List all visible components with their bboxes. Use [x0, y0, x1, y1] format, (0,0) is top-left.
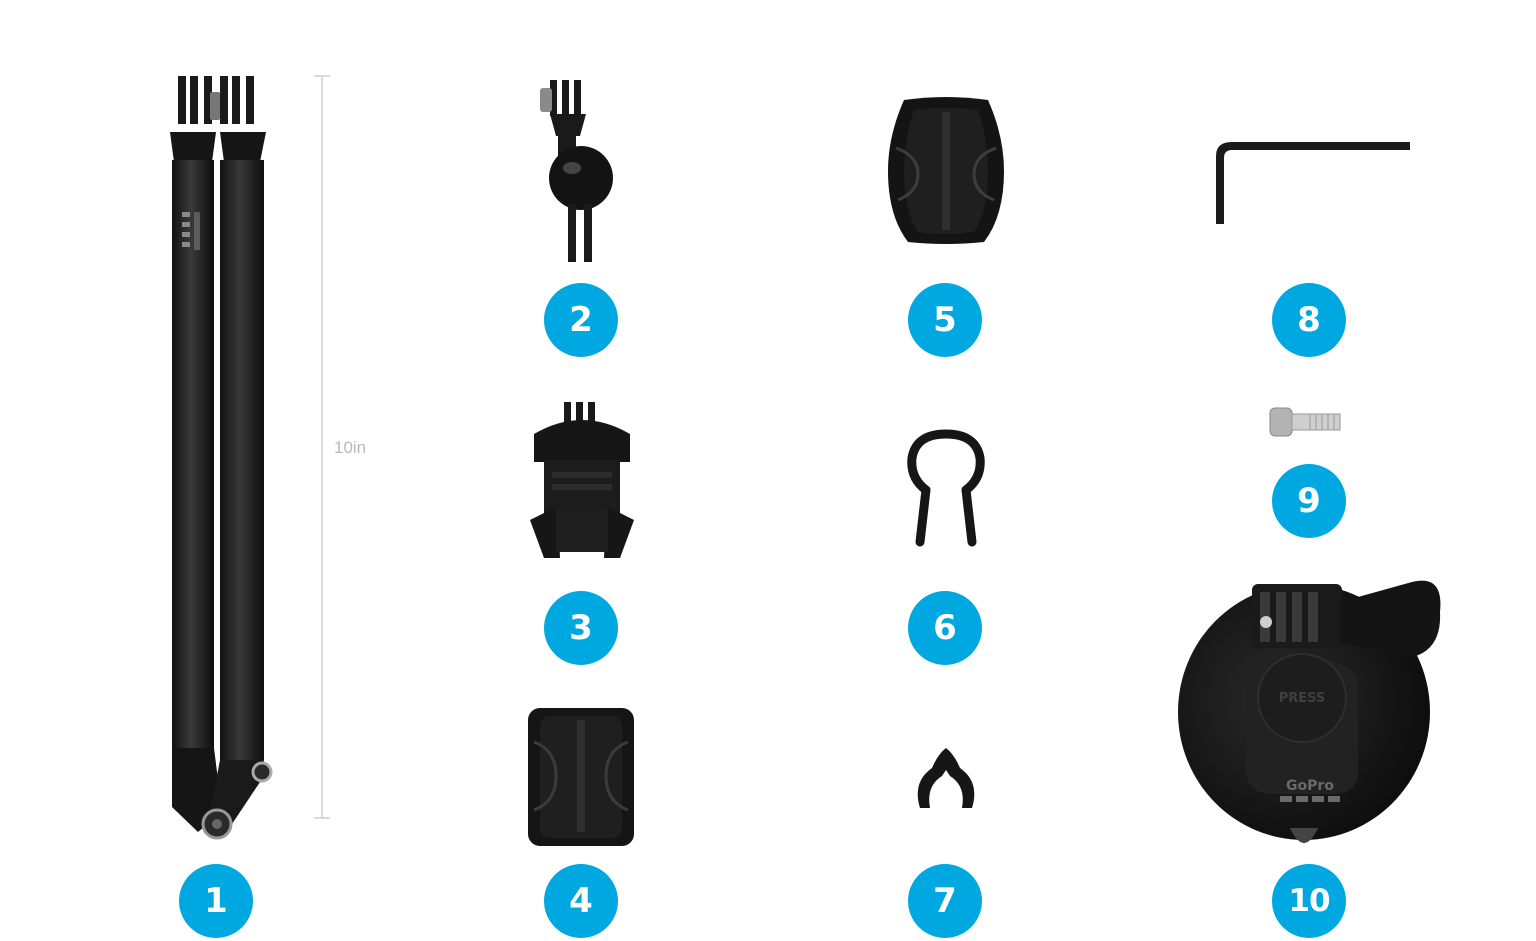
small-clip-icon [917, 748, 975, 808]
measurement-line [314, 75, 330, 819]
item-number-badge-1: 1 [179, 864, 253, 938]
item-number-badge-3: 3 [544, 591, 618, 665]
item-number-badge-10: 10 [1272, 864, 1346, 938]
suction-cup-mount-icon: PRESS GoPro [1178, 580, 1441, 843]
quick-release-buckle-icon [530, 402, 634, 558]
item-number-badge-2: 2 [544, 283, 618, 357]
curved-adhesive-mount-icon [888, 97, 1004, 244]
item-number-badge-8: 8 [1272, 283, 1346, 357]
measurement-label: 10in [334, 438, 367, 457]
hex-wrench-icon [1216, 142, 1410, 224]
extension-pole-icon [170, 76, 273, 840]
flat-adhesive-mount-icon [528, 708, 634, 846]
suction-brand-label: GoPro [1286, 778, 1334, 794]
item-number-badge-7: 7 [908, 864, 982, 938]
item-number-badge-5: 5 [908, 283, 982, 357]
large-clip-icon [907, 429, 985, 547]
suction-press-label: PRESS [1279, 691, 1326, 706]
item-number-badge-9: 9 [1272, 464, 1346, 538]
thumb-screw-icon [1269, 407, 1341, 437]
item-number-badge-4: 4 [544, 864, 618, 938]
item-number-badge-6: 6 [908, 591, 982, 665]
ball-joint-mount-icon [540, 80, 613, 262]
